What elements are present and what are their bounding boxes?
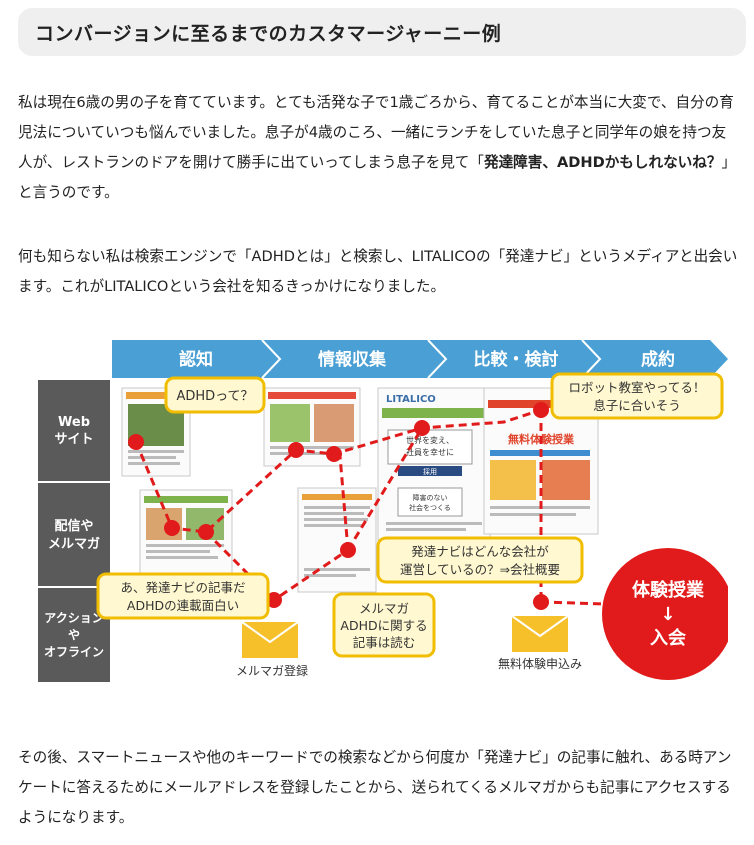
section-heading-text: コンバージョンに至るまでのカスタマージャーニー例 (35, 23, 502, 45)
row-web-line2: サイト (54, 432, 93, 447)
conversion-arrow: ↓ (660, 604, 675, 625)
row-web-line1: Web (58, 415, 90, 430)
envelope-icon (511, 615, 569, 652)
bubble-mail-line2: ADHDに関する (340, 618, 427, 633)
bubble-robot-line2: 息子に合いそう (593, 398, 681, 413)
touchpoint-dot (533, 402, 549, 418)
card-text-2: 社員を幸せに (406, 447, 454, 457)
row-mail-line2: メルマガ (48, 537, 100, 552)
paragraph-intro-text: 私は現在6歳の男の子を育てています。とても活発な子で1歳ごろから、育てることが本… (18, 94, 734, 171)
paragraph-intro: 私は現在6歳の男の子を育てています。とても活発な子で1歳ごろから、育てることが本… (18, 88, 740, 208)
touchpoint-dot (326, 446, 342, 462)
bubble-company-line1: 発達ナビはどんな会社が (411, 544, 549, 559)
row-action-line1: アクション (44, 611, 103, 625)
stage-label-research: 情報収集 (318, 349, 387, 370)
stage-label-contract: 成約 (641, 349, 675, 370)
touchpoint-dot (266, 592, 282, 608)
customer-journey-figure: 認知 情報収集 比較・検討 成約 Web サイト 配信や メルマガ アクション … (36, 338, 728, 684)
touchpoint-dot (198, 524, 214, 540)
stage-label-awareness: 認知 (179, 349, 213, 370)
bubble-company: 発達ナビはどんな会社が 運営しているの？⇒会社概要 (376, 536, 584, 584)
bubble-series-line2: ADHDの連載面白い (127, 598, 239, 613)
bubble-series-line1: あ、発達ナビの記事だ (120, 580, 245, 595)
bubble-mail-line3: 記事は読む (353, 635, 416, 650)
conversion-line1: 体験授業 (632, 579, 705, 601)
paragraph-discovery: 何も知らない私は検索エンジンで「ADHDとは」と検索し、LITALICOの「発達… (18, 248, 738, 295)
thumbnail-mail-1 (139, 489, 233, 583)
stage-1-arrow (112, 340, 280, 378)
card-text-4: 社会をつくる (409, 503, 451, 512)
touchpoint-dot (414, 420, 430, 436)
bubble-adhd: ADHDって？ (164, 376, 266, 414)
stage-4-arrow (582, 340, 728, 378)
bubble-series: あ、発達ナビの記事だ ADHDの連載面白い (96, 572, 270, 620)
envelope-icon (241, 621, 299, 658)
row-action-line2: や (68, 628, 80, 642)
touchpoint-dot (533, 594, 549, 610)
stage-label-compare: 比較・検討 (474, 349, 559, 370)
card-text-1: 世界を変え、 (406, 435, 454, 445)
conversion-line2: 入会 (650, 627, 686, 649)
trial-apply-label: 無料体験申込み (498, 656, 582, 671)
stage-bar: 認知 情報収集 比較・検討 成約 (112, 339, 728, 379)
thumbnail-litalico-site: LITALICO 世界を変え、 社員を幸せに 採用 障害のない 社会をつくる (377, 387, 491, 541)
section-heading: コンバージョンに至るまでのカスタマージャーニー例 (18, 8, 746, 56)
row-labels: Web サイト 配信や メルマガ アクション や オフライン (38, 380, 110, 682)
paragraph-intro-tail: 」と言うのです。 (18, 154, 737, 201)
bubble-adhd-text: ADHDって？ (176, 389, 253, 404)
touchpoint-dot (164, 520, 180, 536)
litalico-logo: LITALICO (386, 394, 436, 405)
mail-register-label: メルマガ登録 (236, 663, 308, 678)
touchpoint-dot (288, 442, 304, 458)
paragraph-followup: その後、スマートニュースや他のキーワードでの検索などから何度か「発達ナビ」の記事… (18, 749, 732, 826)
touchpoints (128, 402, 549, 610)
card-button-text: 採用 (423, 467, 437, 476)
thumbnail-news-article (263, 387, 361, 467)
bubble-mail: メルマガ ADHDに関する 記事は読む (332, 592, 436, 658)
row-mail-line1: 配信や (54, 518, 93, 534)
stage-3-arrow (428, 340, 600, 378)
bubble-robot-line1: ロボット教室やってる！ (569, 380, 706, 395)
stage-2-arrow (262, 340, 446, 378)
bubble-company-line2: 運営しているの？⇒会社概要 (400, 562, 560, 577)
paragraph-intro-emphasis: 発達障害、ADHDかもしれないね？ (483, 154, 722, 171)
bubble-mail-line1: メルマガ (359, 601, 409, 616)
touchpoint-dot (340, 542, 356, 558)
thumbnail-mail-2 (297, 487, 377, 593)
touchpoint-dot (128, 434, 144, 450)
row-action-line3: オフライン (44, 645, 104, 659)
conversion-circle: 体験授業 ↓ 入会 (602, 548, 728, 680)
bubble-robot: ロボット教室やってる！ 息子に合いそう (550, 372, 724, 420)
card-text-3: 障害のない (413, 493, 448, 502)
